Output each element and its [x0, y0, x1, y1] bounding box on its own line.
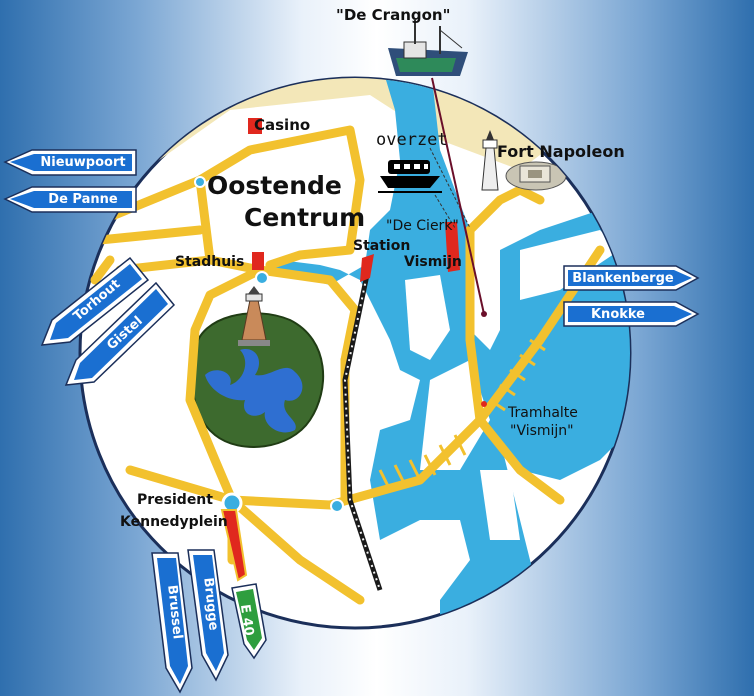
railway-track [342, 269, 383, 591]
casino-marker [248, 118, 262, 134]
label-casino: Casino [254, 116, 311, 134]
quay-center [405, 275, 450, 360]
label-president: President [137, 492, 213, 508]
quay-lower [480, 470, 520, 540]
crangon-pointer-line [431, 77, 485, 315]
sign-blankenberge-shape [563, 265, 700, 291]
label-fort-napoleon: Fort Napoleon [497, 142, 625, 161]
sign-knokke-shape [563, 301, 700, 327]
de-crangon-boat-icon [388, 20, 468, 76]
sign-nieuwpoort[interactable]: Nieuwpoort [34, 154, 132, 171]
roundabout-rail [330, 499, 344, 513]
lighthouse-icon [238, 286, 270, 346]
ferry-icon [378, 160, 442, 193]
station-marker [360, 254, 374, 282]
label-overzet: overzet [376, 130, 448, 150]
label-kennedyplein: Kennedyplein [120, 514, 228, 530]
label-tramhalte: Tramhalte [508, 405, 578, 421]
sign-knokke-label: Knokke [590, 306, 646, 322]
sign-de-panne-shape [3, 186, 137, 213]
sign-nieuwpoort-shape [3, 149, 137, 176]
sign-blankenberge[interactable]: Blankenberge [568, 270, 678, 286]
label-centrum: Centrum [244, 203, 366, 232]
kennedyplein-road [220, 509, 248, 582]
harbour-water [270, 78, 630, 628]
sign-brussel-shape [151, 552, 193, 694]
cierk-route-line [434, 194, 456, 229]
sign-blankenberge-label: Blankenberge [572, 270, 674, 286]
road-hatches [378, 338, 546, 491]
vismijn-marker [445, 222, 460, 272]
sign-de-panne-label: De Panne [48, 192, 118, 207]
label-oostende: Oostende [207, 171, 342, 200]
label-tramhalte-vismijn: "Vismijn" [510, 423, 574, 439]
fort-napoleon-icon [505, 161, 567, 191]
stadhuis-marker [252, 252, 264, 270]
sign-torhout-shape [40, 256, 150, 346]
label-vismijn: Vismijn [404, 254, 462, 270]
crangon-pointer-dot [481, 311, 487, 317]
label-de-crangon: "De Crangon" [336, 6, 451, 24]
sign-e40-shape [231, 583, 267, 660]
roundabout-west [194, 176, 206, 188]
park-pond [205, 349, 303, 433]
sign-nieuwpoort-label: Nieuwpoort [40, 155, 126, 170]
sign-gistel-shape [64, 281, 176, 386]
roundabout-stadhuis [255, 271, 269, 285]
sign-de-panne[interactable]: De Panne [34, 191, 132, 208]
sign-knokke[interactable]: Knokke [568, 306, 668, 322]
quay-dock [520, 230, 620, 300]
label-stadhuis: Stadhuis [175, 254, 245, 270]
tramhalte-marker [481, 401, 487, 407]
label-de-cierk: "De Cierk" [386, 218, 459, 234]
sign-brugge-shape [187, 549, 229, 682]
label-station: Station [353, 238, 411, 254]
harbour-lighthouse-icon [481, 130, 499, 191]
quay-east [480, 205, 500, 330]
